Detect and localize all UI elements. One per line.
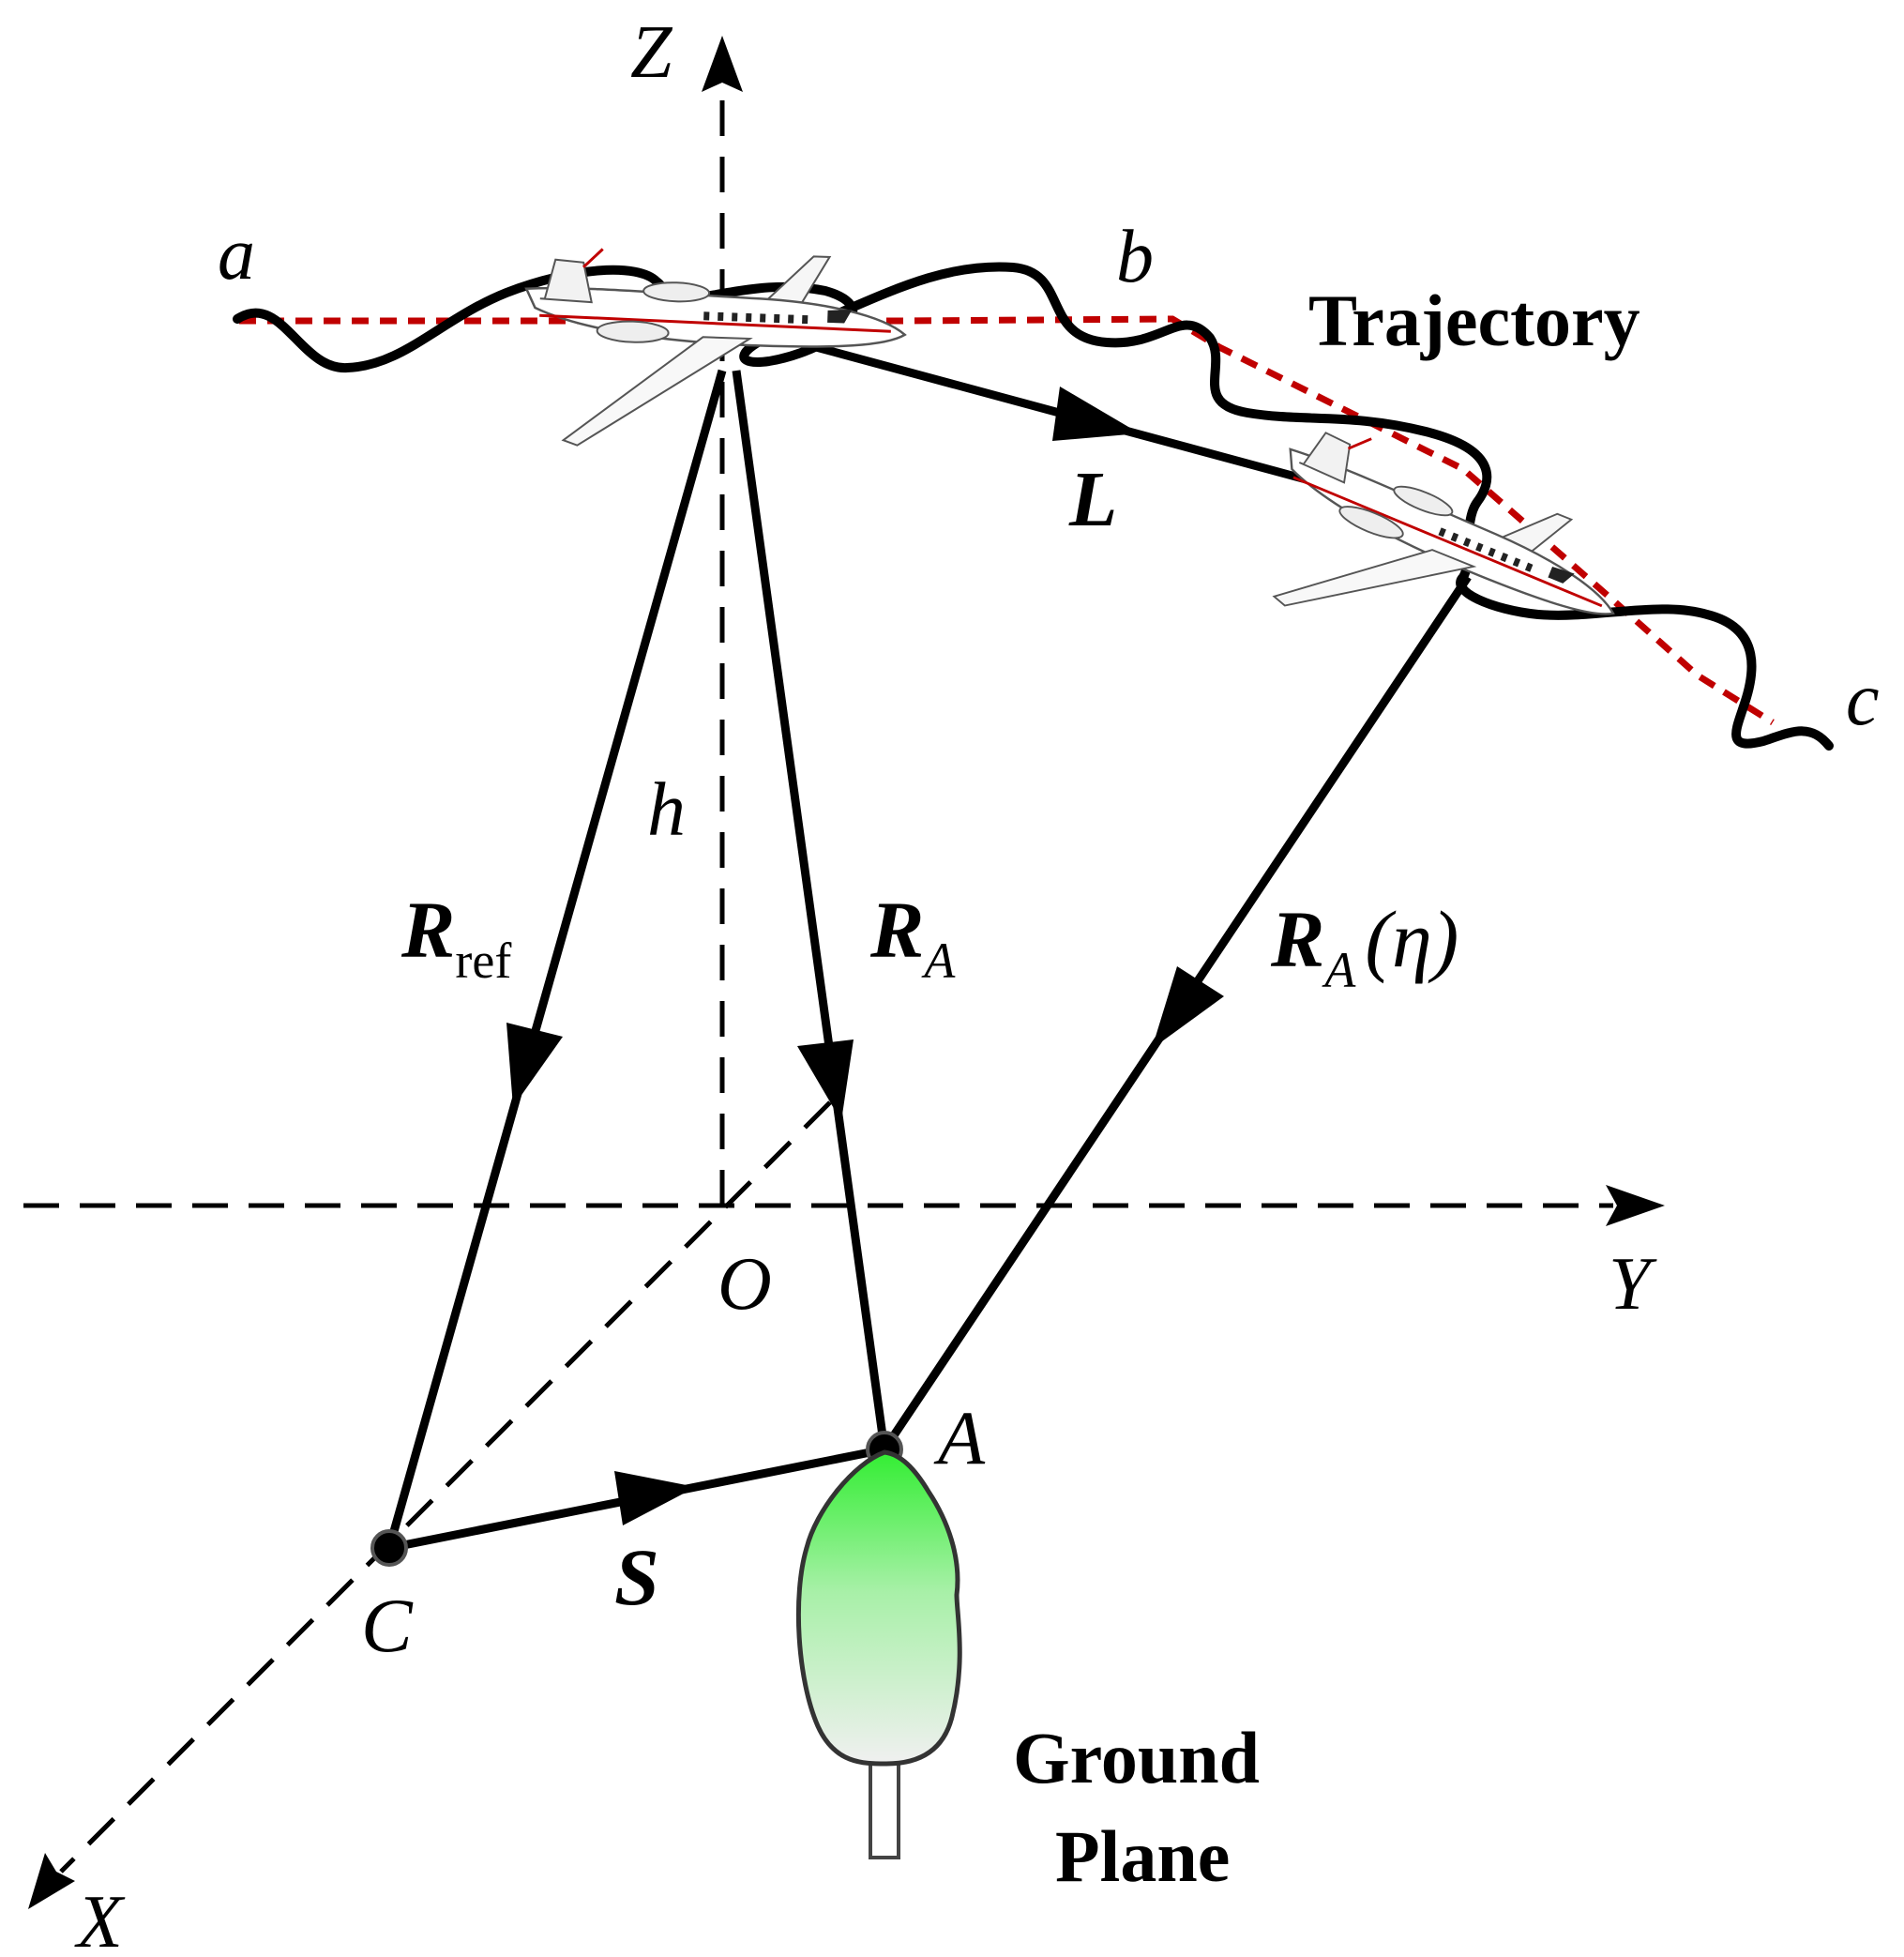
vector-L-arrowhead [1052,387,1140,441]
x-axis-arrowhead [28,1853,75,1909]
vector-RA-line [732,370,889,1450]
vector-RA-eta-arrowhead [1152,966,1224,1049]
airplane-2-icon [1272,432,1615,615]
z-axis-arrowhead [702,36,743,92]
vector-RA-eta-label: RA(η) [1270,894,1458,998]
vector-Rref-line [385,369,727,1550]
vector-RA-arrowhead [797,1039,854,1121]
vector-L-label: L [1068,456,1117,543]
vector-Rref-arrowhead [506,1023,563,1107]
ground-target-tree [795,1449,962,1859]
x-axis-label: X [74,1881,126,1957]
z-axis-label: Z [630,11,673,94]
point-C-marker [370,1529,408,1567]
vector-RA-label: RA [869,885,956,989]
y-axis-arrowhead [1606,1185,1665,1226]
height-label: h [647,766,686,852]
vector-S-label: S [614,1532,659,1622]
vector-S-arrowhead [614,1471,696,1525]
ground-plane-label-line1: Ground [1013,1717,1260,1798]
vector-Rref-label: Rref [400,885,511,989]
y-axis-label: Y [1609,1243,1657,1326]
trajectory-point-b: b [1116,216,1154,298]
reference-trajectory [239,315,1775,725]
trajectory-label: Trajectory [1308,280,1640,361]
actual-trajectory [233,262,1834,751]
x-axis [59,1100,832,1874]
airplane-1-icon [524,248,907,447]
trajectory-point-c: c [1846,659,1880,741]
trajectory-point-a: a [218,213,255,296]
ground-plane-label-line2: Plane [1055,1815,1230,1897]
origin-label: O [718,1243,772,1326]
point-C-label: C [361,1583,414,1668]
point-A-label: A [933,1395,986,1480]
